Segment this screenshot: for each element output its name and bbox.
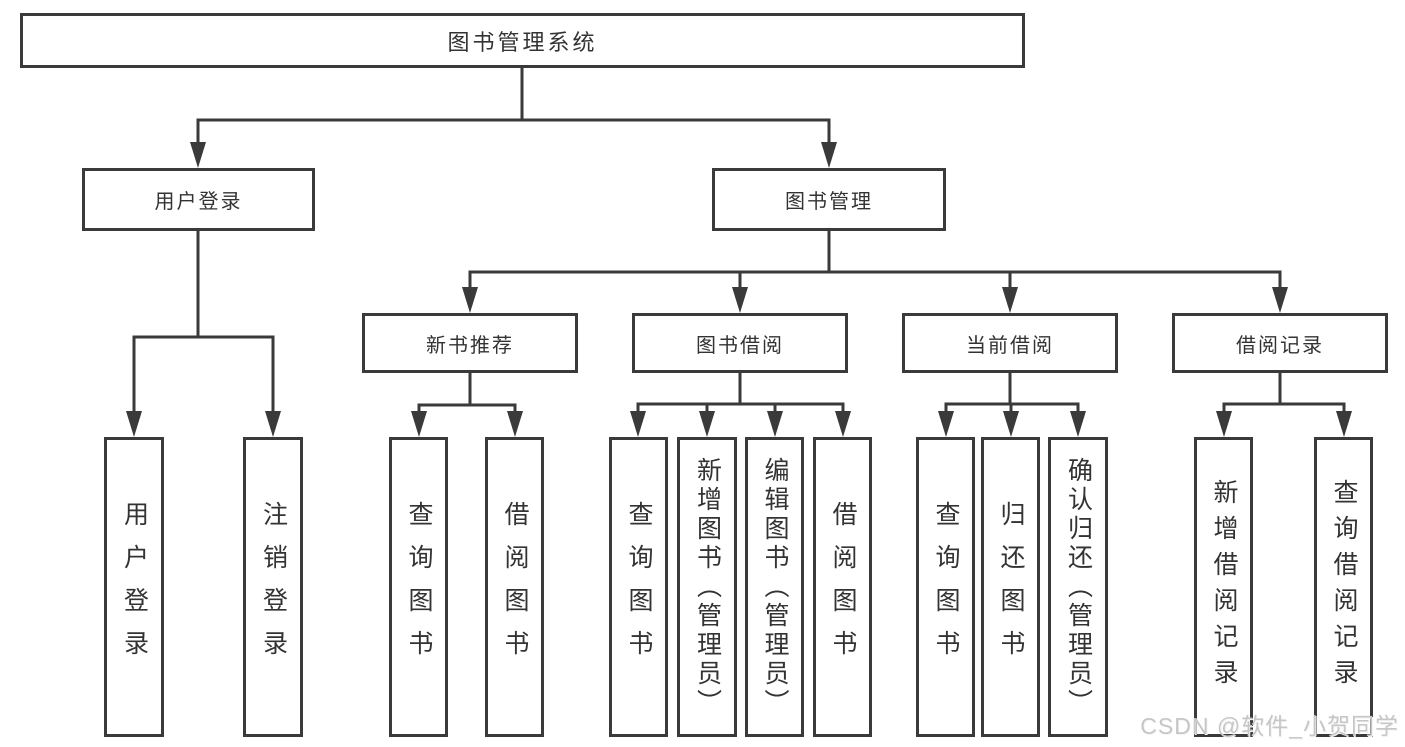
leaf-logout: 注销登录 — [243, 437, 303, 737]
connector-paths — [132, 65, 1346, 416]
arrow-down-icon — [835, 411, 851, 437]
node-label: 归还图书 — [997, 501, 1025, 673]
node-label: 新书推荐 — [426, 334, 514, 357]
node-borrowing-records: 借阅记录 — [1172, 313, 1388, 373]
leaf-user-login: 用户登录 — [104, 437, 164, 737]
arrowheads — [126, 142, 1352, 437]
leaf-query-borrow-record: 查询借阅记录 — [1314, 437, 1373, 737]
edge-currentborrow-to-leaves — [944, 370, 1080, 416]
edge-bookmgmt-to-level3 — [468, 229, 1282, 291]
leaf-edit-books-admin: 编辑图书（管理员） — [745, 437, 804, 737]
node-label: 编辑图书（管理员） — [761, 456, 789, 718]
leaf-add-books-admin: 新增图书（管理员） — [677, 437, 737, 737]
edge-userlogin-to-leaves — [132, 229, 275, 415]
arrow-down-icon — [630, 411, 646, 437]
leaf-query-books-current: 查询图书 — [916, 437, 975, 737]
leaf-confirm-return-admin: 确认归还（管理员） — [1048, 437, 1108, 737]
node-current-borrowing: 当前借阅 — [902, 313, 1118, 373]
leaf-add-borrow-record: 新增借阅记录 — [1194, 437, 1253, 737]
edge-newbook-to-leaves — [417, 370, 517, 416]
node-label: 用户登录 — [120, 501, 149, 673]
arrow-down-icon — [1336, 411, 1352, 437]
node-label: 注销登录 — [259, 501, 288, 673]
node-label: 新增借阅记录 — [1210, 479, 1238, 695]
arrow-down-icon — [462, 287, 478, 313]
node-label: 查询借阅记录 — [1330, 479, 1358, 695]
arrow-down-icon — [1272, 287, 1288, 313]
leaf-query-books-borrow: 查询图书 — [609, 437, 668, 737]
node-label: 用户登录 — [154, 191, 243, 213]
node-label: 图书管理系统 — [447, 29, 598, 55]
node-label: 查询图书 — [625, 501, 653, 673]
node-label: 查询图书 — [405, 501, 433, 673]
node-label: 图书借阅 — [696, 334, 784, 357]
arrow-down-icon — [1216, 411, 1232, 437]
leaf-return-books: 归还图书 — [981, 437, 1040, 737]
leaf-borrow-books: 借阅图书 — [813, 437, 872, 737]
arrow-down-icon — [1002, 287, 1018, 313]
node-label: 查询图书 — [932, 501, 960, 673]
node-label: 借阅图书 — [501, 501, 529, 673]
node-label: 当前借阅 — [966, 334, 1054, 357]
arrow-down-icon — [190, 142, 206, 168]
arrow-down-icon — [767, 411, 783, 437]
arrow-down-icon — [821, 142, 837, 168]
node-library-management-system: 图书管理系统 — [20, 13, 1025, 68]
node-label: 新增图书（管理员） — [693, 456, 722, 718]
csdn-watermark: CSDN @软件_小贺同学 — [1140, 713, 1399, 739]
arrow-down-icon — [1070, 411, 1086, 437]
node-label: 借阅记录 — [1236, 334, 1324, 357]
arrow-down-icon — [507, 411, 523, 437]
node-user-login: 用户登录 — [82, 168, 315, 231]
arrow-down-icon — [126, 411, 142, 437]
arrow-down-icon — [938, 411, 954, 437]
edge-root-to-level2 — [196, 65, 831, 146]
node-label: 确认归还（管理员） — [1064, 456, 1093, 718]
node-label: 图书管理 — [785, 191, 873, 213]
node-label: 借阅图书 — [829, 501, 857, 673]
node-book-borrowing: 图书借阅 — [632, 313, 848, 373]
leaf-query-books-recommend: 查询图书 — [389, 437, 448, 737]
edge-records-to-leaves — [1222, 370, 1346, 416]
arrow-down-icon — [699, 411, 715, 437]
node-new-book-recommendation: 新书推荐 — [362, 313, 578, 373]
arrow-down-icon — [265, 411, 281, 437]
edge-bookborrow-to-leaves — [636, 370, 845, 416]
arrow-down-icon — [1003, 411, 1019, 437]
arrow-down-icon — [732, 287, 748, 313]
arrow-down-icon — [411, 411, 427, 437]
leaf-borrow-books-recommend: 借阅图书 — [485, 437, 544, 737]
node-book-management: 图书管理 — [712, 168, 946, 231]
